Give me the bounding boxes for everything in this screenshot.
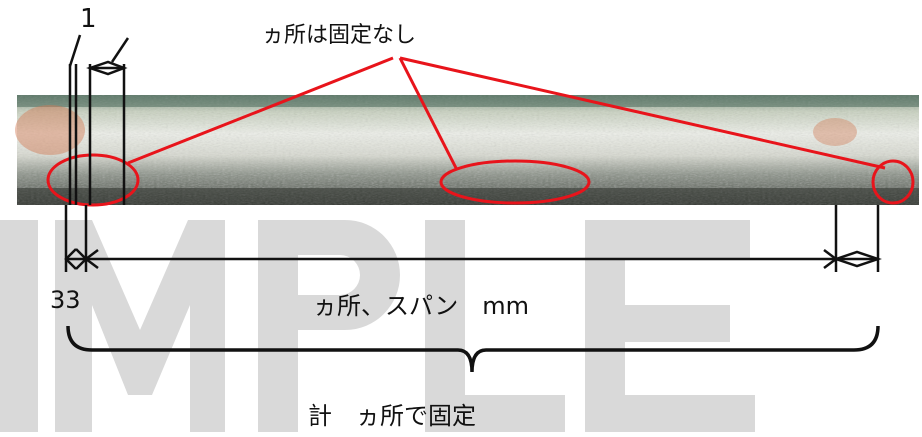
leader-line-1 (68, 34, 82, 67)
dimension-lines (64, 34, 882, 373)
total-brace (66, 325, 880, 373)
span-label: ヵ所、スパン mm (313, 292, 529, 320)
top-number-label: 1 (80, 4, 97, 34)
left-gap-label: 33 (50, 286, 81, 314)
unfixed-point-left (46, 153, 140, 207)
top-dimension-arrow (86, 60, 128, 76)
end-dimension-arrow (832, 250, 882, 268)
gap-arrow-left (64, 248, 77, 270)
sample-watermark (0, 220, 755, 432)
leader-line-2 (110, 37, 130, 63)
callout-line-right (399, 56, 886, 170)
unfixed-point-right (871, 159, 915, 205)
annotation-group (46, 56, 915, 207)
callout-line-left (127, 56, 394, 165)
callout-line-middle (398, 57, 458, 169)
bar-photo (15, 95, 919, 205)
span-arrow-left (83, 249, 99, 269)
unfixed-point-middle (439, 159, 591, 205)
unfixed-note-label: ヵ所は固定なし (262, 23, 417, 48)
total-fixed-label: 計 ヵ所で固定 (308, 402, 476, 430)
